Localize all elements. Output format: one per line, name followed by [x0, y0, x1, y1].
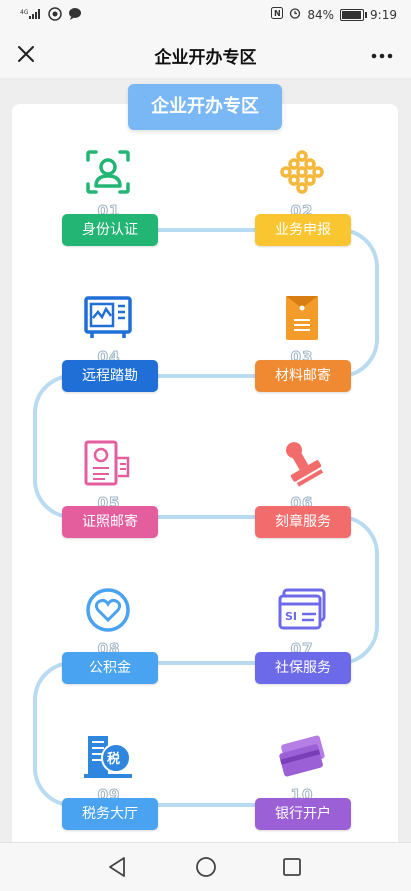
status-bar: 4G N 84% 9:19: [0, 0, 411, 30]
id-card-icon: [80, 436, 136, 492]
status-left: 4G: [20, 7, 82, 25]
si-card-icon: SI: [274, 582, 330, 638]
tax-building-icon: 税: [80, 728, 136, 784]
alarm-icon: [289, 7, 301, 23]
envelope-icon: [274, 290, 330, 346]
step-07-social-security-button[interactable]: 社保服务: [255, 652, 351, 684]
monitor-chart-icon: [80, 290, 136, 346]
close-button[interactable]: [10, 38, 42, 70]
back-button[interactable]: [98, 851, 138, 883]
nfc-icon: N: [271, 7, 284, 23]
face-recognition-icon: [80, 144, 136, 200]
app-notification-icon: [48, 7, 62, 25]
battery-icon: [340, 9, 368, 21]
signal-icon: 4G: [20, 8, 42, 24]
heart-hand-icon: [80, 582, 136, 638]
section-header: 企业开办专区: [128, 84, 282, 130]
step-10-bank-account-button[interactable]: 银行开户: [255, 798, 351, 830]
step-09-tax-hall-button[interactable]: 税务大厅: [62, 798, 158, 830]
svg-text:4G: 4G: [20, 9, 29, 16]
page-title: 企业开办专区: [154, 48, 257, 68]
step-02-business-declare-button[interactable]: 业务申报: [255, 214, 351, 246]
recents-button[interactable]: [272, 851, 312, 883]
svg-text:税: 税: [107, 751, 120, 767]
system-nav-bar: [0, 842, 411, 891]
clock: 9:19: [370, 8, 397, 22]
bank-card-icon: [274, 728, 330, 784]
step-03-material-mail-button[interactable]: 材料邮寄: [255, 360, 351, 392]
svg-text:SI: SI: [285, 610, 297, 623]
battery-percent: 84%: [307, 8, 335, 22]
stamp-icon: [274, 436, 330, 492]
more-button[interactable]: [367, 40, 397, 68]
step-04-remote-survey-button[interactable]: 远程踏勘: [62, 360, 158, 392]
chain-links-icon: [274, 144, 330, 200]
close-icon: [18, 46, 34, 62]
step-01-identity-auth-button[interactable]: 身份认证: [62, 214, 158, 246]
home-button[interactable]: [186, 851, 226, 883]
step-08-housing-fund-button[interactable]: 公积金: [62, 652, 158, 684]
home-circle-icon: [196, 857, 216, 877]
more-icon: [371, 53, 393, 59]
step-05-license-mail-button[interactable]: 证照邮寄: [62, 506, 158, 538]
recents-square-icon: [283, 858, 301, 876]
message-icon: [68, 7, 82, 25]
nav-bar: 企业开办专区: [0, 30, 411, 78]
status-right: N 84% 9:19: [271, 7, 397, 23]
step-06-seal-service-button[interactable]: 刻章服务: [255, 506, 351, 538]
svg-text:N: N: [274, 9, 281, 18]
back-triangle-icon: [109, 857, 125, 877]
